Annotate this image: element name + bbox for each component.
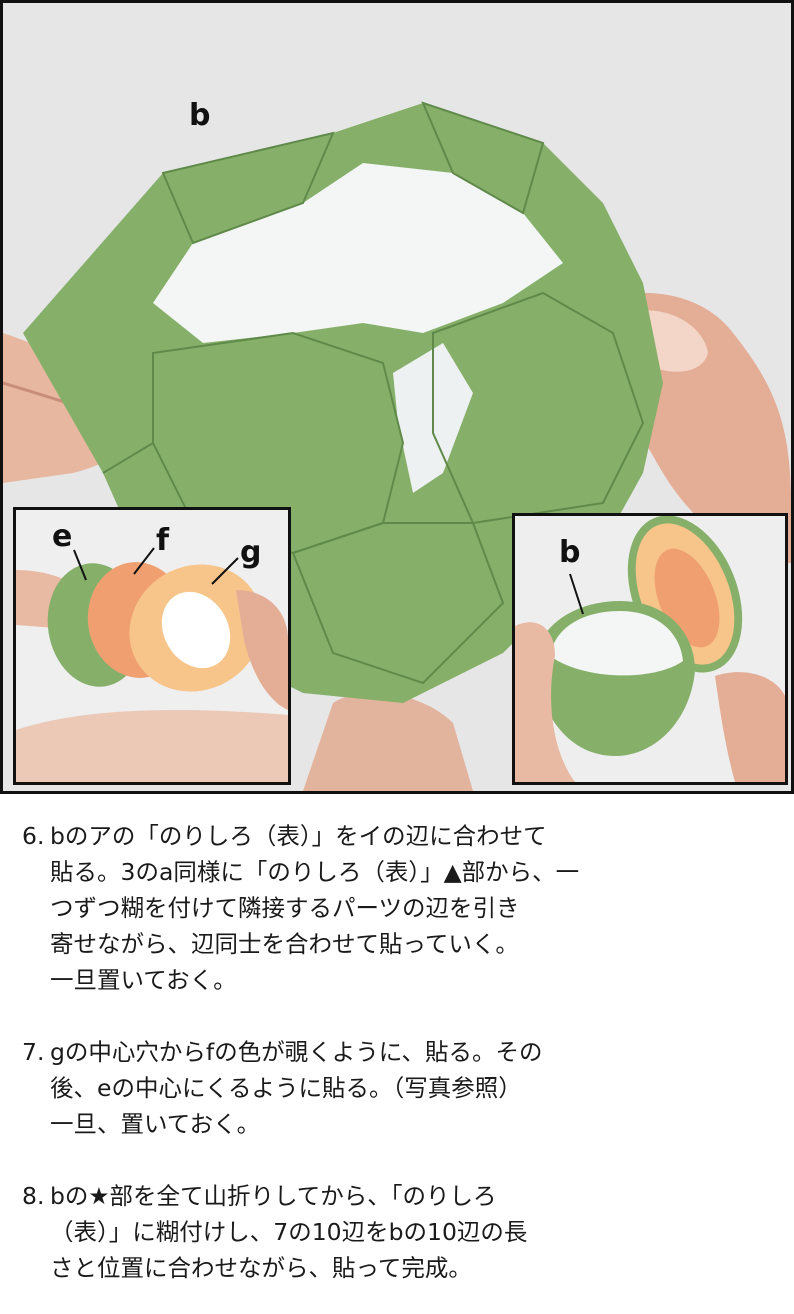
step-number: 6. (22, 822, 45, 850)
inset-photo-rings: e f g (13, 507, 291, 785)
step-text-line: 後、eの中心にくるように貼る。（写真参照） (50, 1074, 522, 1102)
step-number: 7. (22, 1038, 45, 1066)
step-7: 7. gの中心穴からfの色が覗くように、貼る。その 後、eの中心にくるように貼る… (22, 1034, 642, 1142)
step-text-line: bのアの「のりしろ（表）」をイの辺に合わせて (50, 822, 547, 850)
step-number: 8. (22, 1182, 45, 1210)
part-label-g: g (240, 535, 262, 570)
step-text-line: つずつ糊を付けて隣接するパーツの辺を引き (50, 894, 520, 922)
rings-illustration (16, 510, 288, 782)
step-text-line: 貼る。3のa同様に「のりしろ（表）」▲部から、一 (50, 858, 580, 886)
inset-photo-halfball: b (512, 513, 788, 785)
halfball-illustration (515, 516, 785, 782)
step-text-line: 一旦置いておく。 (50, 966, 237, 994)
step-text-line: さと位置に合わせながら、貼って完成。 (50, 1254, 472, 1282)
step-text-line: 寄せながら、辺同士を合わせて貼っていく。 (50, 930, 519, 958)
step-text-line: 一旦、置いておく。 (50, 1110, 261, 1138)
main-photo: b e f g (0, 0, 794, 794)
part-label-e: e (52, 519, 73, 554)
instruction-steps: 6. bのアの「のりしろ（表）」をイの辺に合わせて 貼る。3のa同様に「のりしろ… (22, 818, 642, 1286)
part-label-b: b (189, 98, 211, 133)
step-8: 8. bの★部を全て山折りしてから、「のりしろ （表）」に糊付けし、7の10辺を… (22, 1178, 642, 1286)
part-label-f: f (156, 523, 170, 558)
part-label-b-inset: b (559, 535, 581, 570)
step-text-line: gの中心穴からfの色が覗くように、貼る。その (50, 1038, 543, 1066)
step-text-line: （表）」に糊付けし、7の10辺をbの10辺の長 (50, 1218, 528, 1246)
step-text-line: bの★部を全て山折りしてから、「のりしろ (50, 1182, 497, 1210)
step-6: 6. bのアの「のりしろ（表）」をイの辺に合わせて 貼る。3のa同様に「のりしろ… (22, 818, 642, 998)
